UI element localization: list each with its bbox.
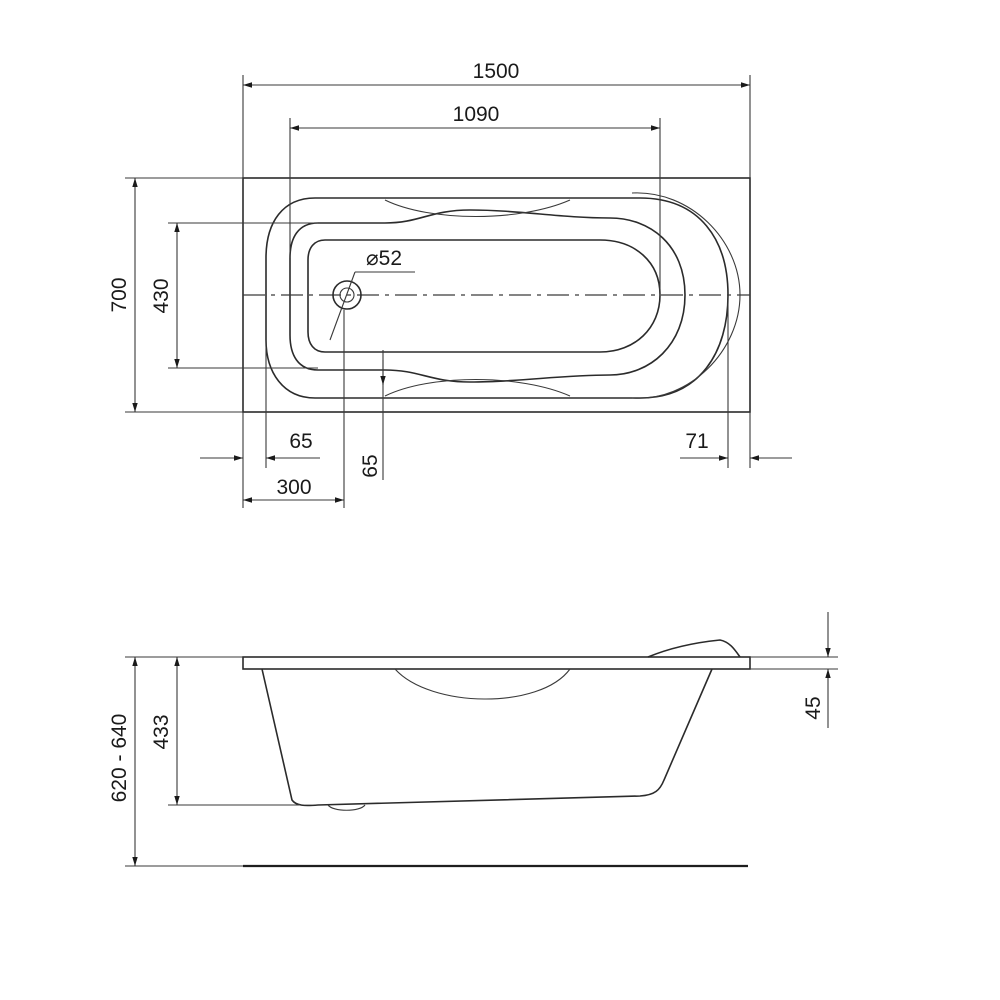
- dim-rim-right: 71: [685, 430, 708, 453]
- dim-drain-offset: 300: [276, 476, 311, 499]
- dim-inner-length: 1090: [453, 103, 500, 126]
- side-tub-body: [261, 668, 713, 807]
- plan-basin-bottom: [307, 239, 661, 353]
- dim-overall-length: 1500: [473, 60, 520, 83]
- side-rim: [242, 656, 751, 670]
- side-armrest-recess: [394, 668, 571, 700]
- dim-rim-left: 65: [289, 430, 312, 453]
- plan-armrest-top: [384, 199, 571, 218]
- dim-rim-side: 65: [359, 454, 382, 477]
- dim-rim-thickness: 45: [802, 696, 825, 719]
- drain-diameter-label: ⌀52: [366, 247, 402, 270]
- plan-view: ⌀52 1500 1090 700 430 65 300 6: [108, 60, 792, 508]
- dim-overall-width: 700: [108, 277, 131, 312]
- plan-tub-outline: [265, 197, 729, 399]
- drain-leader: [329, 271, 356, 341]
- side-backrest: [647, 639, 741, 658]
- plan-drain-inner: [339, 287, 355, 303]
- side-view: 620 - 640 433 45: [108, 612, 838, 868]
- dim-inner-width: 430: [150, 278, 173, 313]
- plan-basin-outline: [289, 209, 686, 383]
- dim-total-height: 620 - 640: [108, 714, 131, 803]
- plan-armrest-bottom: [384, 378, 571, 397]
- plan-drain: [332, 280, 362, 310]
- plan-backrest: [631, 192, 741, 399]
- dim-tub-depth: 433: [150, 714, 173, 749]
- side-drain-foot: [327, 804, 366, 811]
